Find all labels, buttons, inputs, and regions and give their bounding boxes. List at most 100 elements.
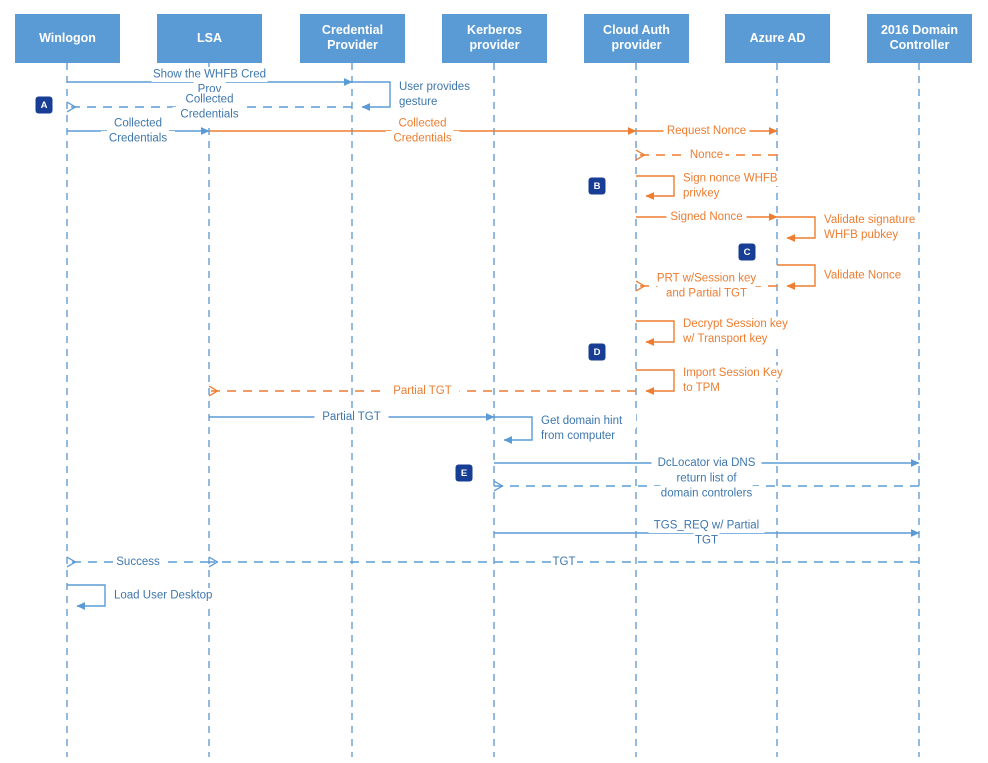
message-m19: TGT <box>209 554 919 570</box>
message-label: Signed Nonce <box>670 211 742 223</box>
label-backdrop <box>821 212 937 228</box>
label-backdrop <box>538 428 624 444</box>
label-backdrop <box>551 554 577 570</box>
label-backdrop <box>172 107 247 122</box>
message-m16: DcLocator via DNS <box>494 455 920 471</box>
actor-box-lsa[interactable]: LSA <box>157 14 262 63</box>
message-m7: Signed Nonce <box>636 209 778 225</box>
label-backdrop <box>107 116 169 131</box>
message-m5: Nonce <box>636 147 777 163</box>
step-badge-letter: E <box>461 468 467 479</box>
step-badge-d: D <box>588 343 606 361</box>
message-m14: Partial TGT <box>209 409 495 425</box>
step-badge-letter: B <box>594 181 601 192</box>
message-label: TGT <box>553 556 576 568</box>
label-backdrop <box>680 186 730 201</box>
label-backdrop <box>178 92 241 107</box>
label-backdrop <box>651 486 762 501</box>
self-call-path <box>777 264 816 290</box>
self-call-path <box>636 369 675 395</box>
message-label: Partial TGT <box>322 411 381 423</box>
label-backdrop <box>648 518 765 533</box>
label-backdrop <box>693 533 720 548</box>
message-m20: Success <box>67 554 209 570</box>
label-backdrop <box>680 365 796 381</box>
step-badge-letter: D <box>594 347 601 358</box>
label-backdrop <box>680 316 802 332</box>
label-backdrop <box>687 147 726 163</box>
step-badge-e: E <box>455 464 473 482</box>
label-backdrop <box>821 227 895 243</box>
label-backdrop <box>314 409 389 425</box>
message-m21: Load User Desktop <box>67 584 221 610</box>
label-backdrop <box>111 588 221 603</box>
label-backdrop <box>538 413 636 429</box>
message-m13: Partial TGT <box>209 383 636 399</box>
label-backdrop <box>651 271 762 286</box>
actor-box-winlogon[interactable]: Winlogon <box>15 14 120 63</box>
label-backdrop <box>680 171 778 186</box>
label-backdrop <box>821 268 913 283</box>
step-badge-c: C <box>738 243 756 261</box>
actor-box-azuread[interactable]: Azure AD <box>725 14 830 63</box>
message-label: Nonce <box>690 149 723 161</box>
label-backdrop <box>385 131 460 146</box>
label-backdrop <box>396 94 446 110</box>
step-badge-b: B <box>588 177 606 195</box>
step-badge-a: A <box>35 96 53 114</box>
self-call-path <box>352 81 391 111</box>
message-label: Success <box>116 556 160 568</box>
self-call-path <box>636 175 675 200</box>
step-badge-letter: C <box>744 247 751 258</box>
message-label: Validate Nonce <box>824 270 901 282</box>
label-backdrop <box>680 380 724 396</box>
label-backdrop <box>651 455 762 471</box>
actor-label-lsa: LSA <box>197 31 222 45</box>
message-m4: Request Nonce <box>636 123 778 139</box>
label-backdrop <box>391 116 454 131</box>
self-call-path <box>67 584 106 610</box>
label-backdrop <box>396 79 482 95</box>
self-call-path <box>494 416 533 444</box>
label-backdrop <box>385 383 460 399</box>
message-label: DcLocator via DNS <box>658 457 756 469</box>
label-backdrop <box>101 131 175 146</box>
badges-layer: A B C D E <box>35 96 756 482</box>
label-backdrop <box>663 123 750 139</box>
message-label: Partial TGT <box>393 385 452 397</box>
label-backdrop <box>680 331 784 347</box>
self-call-path <box>777 216 816 242</box>
message-label: Request Nonce <box>667 125 746 137</box>
message-label: Load User Desktop <box>114 590 212 602</box>
